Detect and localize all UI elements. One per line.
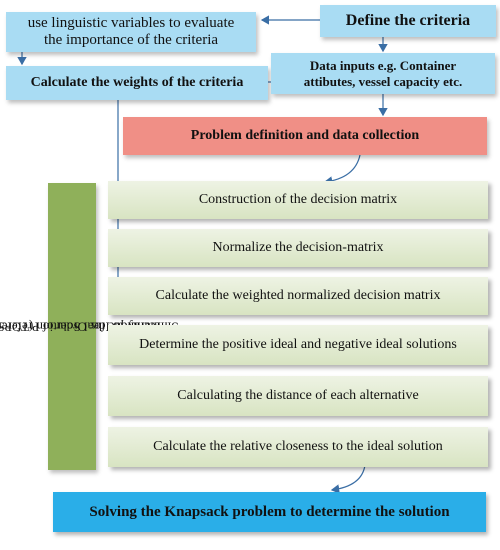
problem-definition-box: Problem definition and data collection (123, 117, 487, 155)
linguistic-label-line2: the importance of the criteria (43, 32, 219, 48)
define-criteria-box: Define the criteria (320, 5, 496, 37)
step-closeness-label: Calculate the relative closeness to the … (153, 439, 443, 454)
step-normalize-box: Normalize the decision-matrix (108, 229, 488, 267)
knapsack-label: Solving the Knapsack problem to determin… (89, 503, 450, 520)
data-inputs-line1: Data inputs e.g. Container (309, 57, 457, 73)
linguistic-variables-box: use linguistic variables to evaluate the… (6, 12, 256, 52)
step-weighted-matrix-label: Calculate the weighted normalized decisi… (155, 288, 441, 303)
calculate-weights-box: Calculate the weights of the criteria (6, 66, 268, 100)
data-inputs-line2: attibutes, vessel capacity etc. (303, 73, 463, 89)
step-construction-label: Construction of the decision matrix (198, 192, 398, 207)
step-weighted-matrix-box: Calculate the weighted normalized decisi… (108, 277, 488, 315)
topsis-bar: Technique for Order of Preference by Sim… (0, 183, 178, 470)
linguistic-label-line1: use linguistic variables to evaluate (27, 15, 235, 31)
step-ideal-solutions-label: Determine the positive ideal and negativ… (139, 337, 457, 352)
define-criteria-label: Define the criteria (345, 12, 471, 29)
step-construction-box: Construction of the decision matrix (108, 181, 488, 219)
step-closeness-box: Calculate the relative closeness to the … (108, 427, 488, 467)
knapsack-box: Solving the Knapsack problem to determin… (53, 492, 486, 532)
step-ideal-solutions-box: Determine the positive ideal and negativ… (108, 325, 488, 365)
step-distance-label: Calculating the distance of each alterna… (177, 388, 419, 403)
step-normalize-label: Normalize the decision-matrix (212, 240, 384, 255)
data-inputs-box: Data inputs e.g. Container attibutes, ve… (271, 53, 495, 94)
calculate-weights-label: Calculate the weights of the criteria (30, 75, 244, 90)
arrow-problem-to-construction (323, 154, 361, 186)
arrow-closeness-to-knapsack (330, 464, 366, 494)
step-distance-box: Calculating the distance of each alterna… (108, 376, 488, 416)
problem-definition-label: Problem definition and data collection (190, 128, 420, 143)
